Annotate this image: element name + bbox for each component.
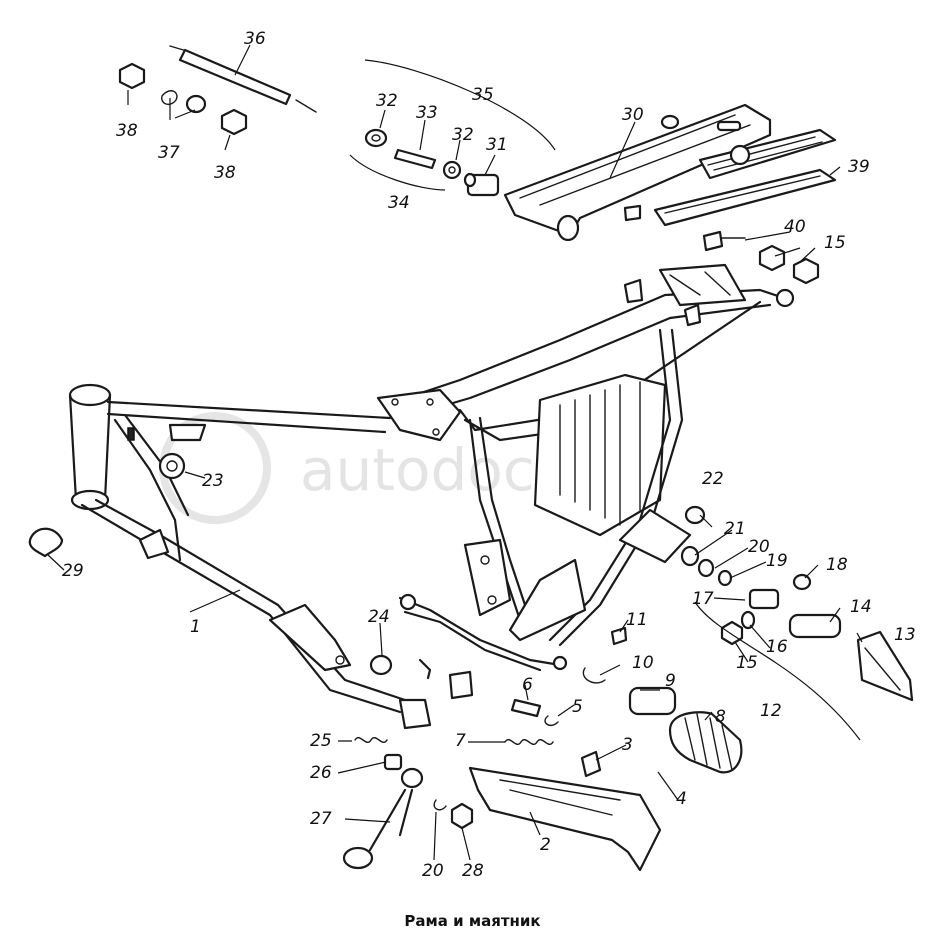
- callout-38b: 38: [214, 163, 236, 183]
- callout-5: 5: [572, 697, 583, 717]
- callout-12: 12: [760, 701, 782, 721]
- callout-26: 26: [310, 763, 332, 783]
- callout-25: 25: [310, 731, 332, 751]
- callout-32b: 32: [452, 125, 474, 145]
- callout-27: 27: [310, 809, 332, 829]
- callout-10: 10: [632, 653, 654, 673]
- callout-24: 24: [368, 607, 390, 627]
- callout-1: 1: [190, 617, 201, 637]
- callout-30: 30: [622, 105, 644, 125]
- right-side-parts: [28, 230, 914, 872]
- callout-6: 6: [522, 675, 533, 695]
- callout-37: 37: [158, 143, 180, 163]
- callout-8: 8: [715, 707, 726, 727]
- callout-11: 11: [626, 610, 648, 630]
- leader-lines: [47, 44, 863, 861]
- callout-23: 23: [202, 471, 224, 491]
- callout-13: 13: [894, 625, 916, 645]
- callout-15b: 15: [824, 233, 846, 253]
- callout-40: 40: [784, 217, 806, 237]
- callout-31: 31: [486, 135, 508, 155]
- callout-15a: 15: [736, 653, 758, 673]
- callout-36: 36: [244, 29, 266, 49]
- main-frame: [68, 263, 795, 730]
- callout-9: 9: [665, 671, 676, 691]
- swingarm-assembly: [118, 45, 837, 242]
- callout-35: 35: [472, 85, 494, 105]
- callout-4: 4: [676, 789, 687, 809]
- callouts: 1 2 3 4 5 6 7 8 9 10 11 12 13 14 15 15 1…: [62, 29, 916, 881]
- callout-29: 29: [62, 561, 84, 581]
- callout-28: 28: [462, 861, 484, 881]
- callout-19: 19: [766, 551, 788, 571]
- callout-38a: 38: [116, 121, 138, 141]
- callout-2: 2: [540, 835, 551, 855]
- callout-32a: 32: [376, 91, 398, 111]
- callout-18: 18: [826, 555, 848, 575]
- callout-17: 17: [692, 589, 714, 609]
- callout-34: 34: [388, 193, 410, 213]
- diagram-caption: Рама и маятник: [404, 912, 541, 930]
- callout-33: 33: [416, 103, 438, 123]
- callout-20a: 20: [748, 537, 770, 557]
- callout-39: 39: [848, 157, 870, 177]
- callout-20b: 20: [422, 861, 444, 881]
- callout-22: 22: [702, 469, 724, 489]
- callout-7: 7: [455, 731, 466, 751]
- callout-14: 14: [850, 597, 872, 617]
- callout-21: 21: [724, 519, 746, 539]
- callout-16: 16: [766, 637, 788, 657]
- callout-3: 3: [622, 735, 633, 755]
